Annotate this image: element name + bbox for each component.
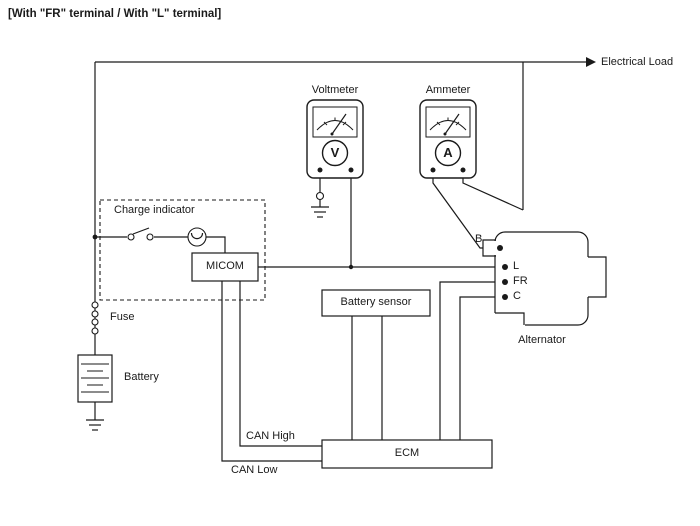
- battery-symbol: [77, 354, 113, 403]
- voltmeter-needle: [331, 113, 347, 135]
- charge-indicator-box: [99, 199, 266, 301]
- terminal-l-dot: [502, 264, 508, 270]
- fuse-symbol: [91, 301, 99, 335]
- indicator-lamp-icon: [187, 227, 207, 247]
- ecm-label: ECM: [394, 447, 420, 459]
- ammeter-needle: [444, 113, 460, 135]
- battery-label: Battery: [124, 371, 159, 383]
- terminal-fr-dot: [502, 279, 508, 285]
- charge-indicator-label: Charge indicator: [114, 204, 195, 216]
- voltmeter-gauge-face: [312, 106, 358, 138]
- voltmeter-label: Voltmeter: [311, 84, 359, 96]
- terminal-l-label: L: [513, 260, 520, 272]
- fuse-label: Fuse: [110, 311, 135, 323]
- can-low-wire: [221, 281, 322, 462]
- arrow-right-icon: [586, 57, 596, 67]
- battery-sensor-label: Battery sensor: [340, 296, 412, 308]
- alternator-label: Alternator: [518, 334, 566, 346]
- micom-box: [191, 252, 259, 282]
- terminal-c-dot: [502, 294, 508, 300]
- electrical-load-label: Electrical Load: [601, 56, 674, 68]
- voltmeter-symbol: V: [330, 145, 340, 160]
- micom-label: MICOM: [206, 260, 244, 272]
- alternator-shape: [482, 231, 607, 326]
- ammeter-symbol-graphic: [419, 99, 477, 179]
- ecm-box: [321, 439, 493, 469]
- ammeter-gauge-face: [425, 106, 471, 138]
- terminal-b-dot: [497, 245, 503, 251]
- voltmeter-symbol-graphic: [306, 99, 364, 179]
- title: [With "FR" terminal / With "L" terminal]: [8, 8, 222, 20]
- connector-circle: [315, 191, 325, 201]
- terminal-c-label: C: [513, 290, 521, 302]
- terminal-b-label: B: [475, 233, 483, 245]
- can-low-label: CAN Low: [231, 464, 278, 476]
- can-high-label: CAN High: [246, 430, 295, 442]
- ammeter-label: Ammeter: [425, 84, 471, 96]
- battery-sensor-box: [321, 289, 431, 317]
- ground-symbol-battery: [86, 419, 104, 431]
- switch-symbol: [127, 227, 154, 241]
- wires: [86, 57, 596, 462]
- ground-symbol-voltmeter: [311, 206, 329, 218]
- ammeter-symbol: A: [443, 145, 453, 160]
- can-high-wire: [239, 281, 322, 447]
- terminal-fr-label: FR: [513, 275, 528, 287]
